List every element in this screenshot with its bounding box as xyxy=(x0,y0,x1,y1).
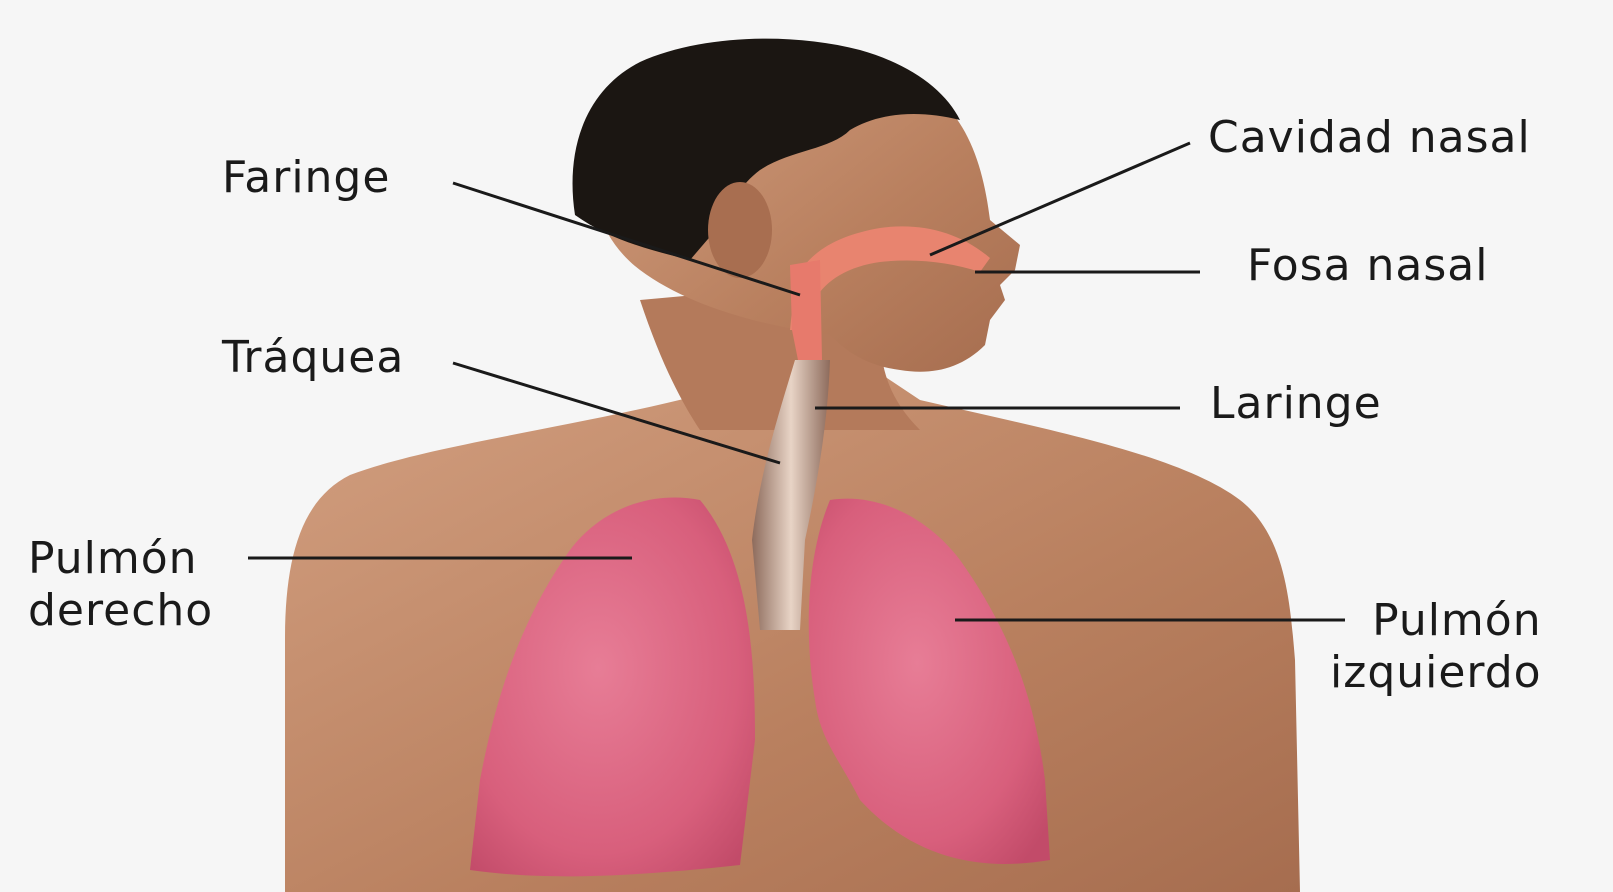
label-pulmon-derecho: Pulmón derecho xyxy=(28,533,213,637)
label-pulmon-izquierdo: Pulmón izquierdo xyxy=(1330,595,1542,699)
ear xyxy=(708,182,772,278)
label-laringe: Laringe xyxy=(1210,378,1382,430)
label-traquea: Tráquea xyxy=(222,332,404,384)
label-fosa-nasal: Fosa nasal xyxy=(1247,240,1489,292)
label-faringe: Faringe xyxy=(222,152,390,204)
label-cavidad-nasal: Cavidad nasal xyxy=(1208,112,1531,164)
